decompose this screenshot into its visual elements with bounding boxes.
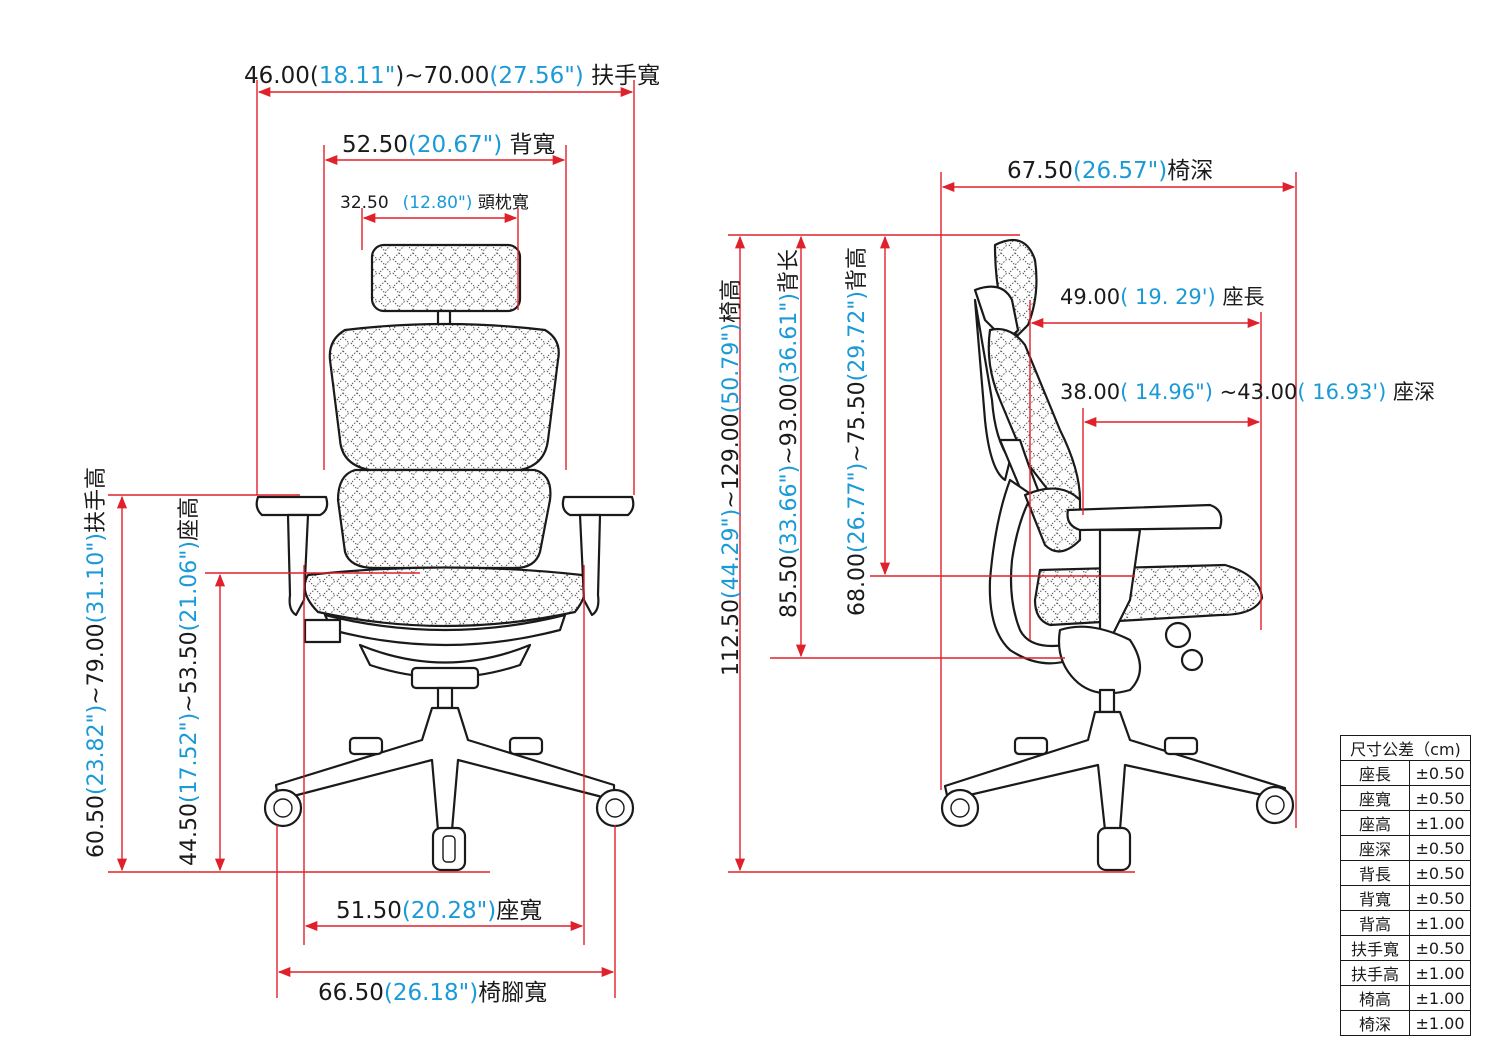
table-row: 椅深±1.00 bbox=[1340, 1010, 1471, 1036]
backrest-upper bbox=[328, 322, 560, 472]
table-row: 背寬±0.50 bbox=[1340, 885, 1471, 911]
side-seat bbox=[1033, 563, 1264, 627]
seat-height-label: 44.50(17.52")~53.50(21.06")座高 bbox=[177, 497, 202, 866]
tolerance-table-header-row: 尺寸公差（cm) bbox=[1340, 735, 1471, 761]
tolerance-item-name: 扶手高 bbox=[1340, 960, 1410, 986]
tolerance-item-name: 座長 bbox=[1340, 760, 1410, 786]
tolerance-item-value: ±0.50 bbox=[1409, 935, 1471, 961]
table-row: 座深±0.50 bbox=[1340, 835, 1471, 861]
tolerance-item-name: 座寬 bbox=[1340, 785, 1410, 811]
five-star-base bbox=[274, 706, 616, 832]
seat-width-label: 51.50(20.28")座寬 bbox=[336, 898, 542, 924]
table-row: 背長±0.50 bbox=[1340, 860, 1471, 886]
table-row: 座長±0.50 bbox=[1340, 760, 1471, 786]
tolerance-item-name: 扶手寬 bbox=[1340, 935, 1410, 961]
tolerance-item-value: ±0.50 bbox=[1409, 785, 1471, 811]
table-row: 扶手高±1.00 bbox=[1340, 960, 1471, 986]
caster-left bbox=[263, 788, 303, 828]
armrest-height-label: 60.50(23.82")~79.00(31.10")扶手高 bbox=[84, 467, 109, 858]
back-length-label: 85.50(33.66")~93.00(36.61")背长 bbox=[777, 249, 802, 618]
chair-depth-label: 67.50(26.57")椅深 bbox=[1007, 158, 1213, 184]
caster-front bbox=[431, 826, 467, 872]
tolerance-item-value: ±1.00 bbox=[1409, 985, 1471, 1011]
table-row: 座寬±0.50 bbox=[1340, 785, 1471, 811]
seat-depth-label: 38.00( 14.96") ~43.00( 16.93') 座深 bbox=[1060, 380, 1435, 404]
tolerance-item-name: 座高 bbox=[1340, 810, 1410, 836]
tolerance-item-name: 座深 bbox=[1340, 835, 1410, 861]
back-height-label: 68.00(26.77")~75.50(29.72")背高 bbox=[845, 247, 870, 616]
tolerance-item-value: ±0.50 bbox=[1409, 835, 1471, 861]
tolerance-item-name: 椅深 bbox=[1340, 1010, 1410, 1036]
left-armrest-pad bbox=[255, 495, 329, 517]
chair-height-label: 112.50(44.29")~129.00(50.79")椅高 bbox=[719, 279, 744, 676]
side-view-chair bbox=[940, 238, 1295, 872]
table-row: 背高±1.00 bbox=[1340, 910, 1471, 936]
back-width-label: 52.50(20.67") 背寬 bbox=[342, 132, 556, 158]
caster-right bbox=[595, 788, 635, 828]
side-base bbox=[943, 710, 1287, 832]
tolerance-item-name: 背高 bbox=[1340, 910, 1410, 936]
headrest bbox=[370, 243, 522, 313]
table-row: 扶手寬±0.50 bbox=[1340, 935, 1471, 961]
tolerance-item-name: 背長 bbox=[1340, 860, 1410, 886]
table-row: 椅高±1.00 bbox=[1340, 985, 1471, 1011]
tolerance-item-name: 背寬 bbox=[1340, 885, 1410, 911]
tolerance-item-value: ±0.50 bbox=[1409, 860, 1471, 886]
tolerance-item-value: ±1.00 bbox=[1409, 960, 1471, 986]
right-armrest-pad bbox=[561, 495, 635, 517]
tolerance-table: 尺寸公差（cm) 座長±0.50 座寬±0.50 座高±1.00 座深±0.50… bbox=[1340, 735, 1471, 1036]
table-row: 座高±1.00 bbox=[1340, 810, 1471, 836]
front-view-chair bbox=[255, 243, 635, 872]
seat-length-label: 49.00( 19. 29') 座長 bbox=[1060, 285, 1264, 309]
tolerance-item-value: ±1.00 bbox=[1409, 810, 1471, 836]
tolerance-item-value: ±1.00 bbox=[1409, 910, 1471, 936]
headrest-width-label: 32.50(12.80") 頭枕寬 bbox=[340, 193, 529, 213]
side-armrest bbox=[1066, 503, 1223, 532]
tolerance-item-value: ±0.50 bbox=[1409, 760, 1471, 786]
armrest-width-label: 46.00(18.11")~70.00(27.56") 扶手寬 bbox=[244, 63, 660, 89]
tolerance-table-header: 尺寸公差（cm) bbox=[1340, 735, 1471, 761]
tolerance-item-value: ±0.50 bbox=[1409, 885, 1471, 911]
tolerance-item-name: 椅高 bbox=[1340, 985, 1410, 1011]
backrest-lower bbox=[336, 468, 552, 570]
seat bbox=[303, 566, 587, 628]
base-width-label: 66.50(26.18")椅腳寬 bbox=[318, 980, 547, 1006]
dimension-lines bbox=[108, 80, 1297, 998]
tolerance-item-value: ±1.00 bbox=[1409, 1010, 1471, 1036]
